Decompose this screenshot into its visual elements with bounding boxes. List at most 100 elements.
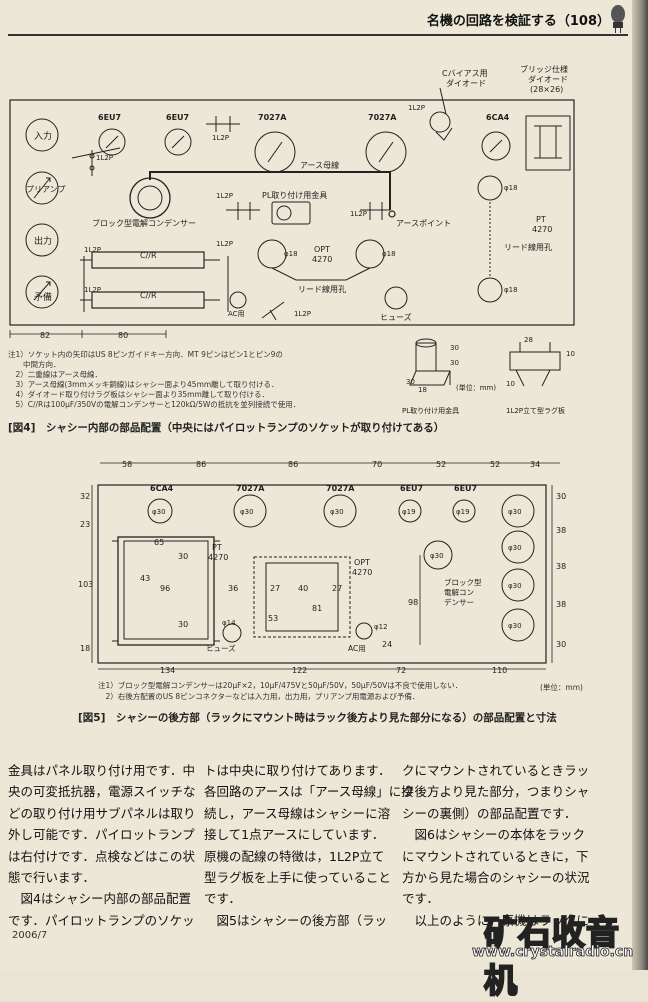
f5-hole-6eu7-b bbox=[452, 499, 476, 523]
label-1l2p-d: 1L2P bbox=[350, 210, 367, 218]
dim-82: 82 bbox=[40, 331, 50, 340]
f5-rdim-3: 38 bbox=[556, 600, 566, 609]
body-line: どの取り付け用サブパネルは取り bbox=[8, 805, 196, 821]
f5-phi14: φ14 bbox=[222, 619, 236, 627]
label-pl-bracket-caption: PL取り付け用金具 bbox=[402, 406, 459, 415]
f5-dim-43: 43 bbox=[140, 574, 150, 583]
f5-pt-frame bbox=[112, 536, 220, 646]
f5-hole-7027a-b bbox=[323, 494, 357, 528]
label-phi18-c: φ18 bbox=[504, 184, 518, 192]
f5-label-7027a-a: 7027A bbox=[236, 484, 265, 493]
f5-block-cap-3: デンサー bbox=[444, 597, 474, 607]
label-c-bias-diode-2: ダイオード bbox=[446, 78, 486, 88]
note-line: 5）C//Rは100μF/350Vの電解コンデンサーと120kΩ/5Wの抵抗を並… bbox=[8, 400, 301, 409]
lug-board-1l2p-d bbox=[360, 202, 390, 220]
body-line: 図6はシャシーの本体をラック bbox=[402, 827, 585, 843]
label-pt: PT bbox=[536, 215, 546, 224]
label-preamp: プリアンプ bbox=[26, 185, 65, 194]
body-line: です． bbox=[402, 891, 440, 907]
f5-right-label-0: φ30 bbox=[508, 508, 522, 516]
f5-label-6eu7-b: 6EU7 bbox=[454, 484, 477, 493]
cr-bank-lower bbox=[80, 291, 220, 309]
block-capacitor bbox=[129, 177, 171, 219]
fuse-holder bbox=[384, 286, 408, 310]
figure-4-diagram: 入力 プリアンプ 出力 予備 6EU7 6EU7 7027A 7027A 6CA… bbox=[9, 64, 575, 415]
label-1l2p-f: 1L2P bbox=[84, 286, 101, 294]
f5-unit: (単位：mm) bbox=[540, 683, 583, 692]
label-earth-bus: アース母線 bbox=[300, 160, 339, 170]
f5-rdim-2: 38 bbox=[556, 562, 566, 571]
label-bridge-1: ブリッジ仕様 bbox=[520, 64, 568, 74]
footer-date: 2006/7 bbox=[12, 930, 48, 941]
note-line: 3）アース母線(3mmメッキ銅線)はシャシー面より45mm離して取り付ける． bbox=[8, 380, 279, 389]
body-line: です．パイロットランプのソケッ bbox=[8, 912, 195, 928]
figure-5-caption: [図5] シャシーの後方部（ラックにマウント時はラック後方より見た部分になる）の… bbox=[78, 712, 557, 724]
f5-footnote-1: 注1）ブロック型電解コンデンサーは20μF×2，10μF/475Vと50μF/5… bbox=[98, 681, 463, 690]
bridge-diode-board bbox=[525, 115, 571, 171]
f5-dim-36: 36 bbox=[228, 584, 238, 593]
label-lug-caption: 1L2P立て型ラグ板 bbox=[506, 406, 565, 415]
label-1l2p-c: 1L2P bbox=[216, 192, 233, 200]
body-line: 原機の配線の特徴は，1L2P立て bbox=[204, 848, 385, 864]
chassis-outline bbox=[9, 99, 575, 326]
label-earth-point: アースポイント bbox=[396, 219, 451, 228]
body-line: 方から見た場合のシャシーの状況 bbox=[402, 870, 590, 886]
f5-dim-30b: 30 bbox=[178, 620, 188, 629]
connector-spare bbox=[25, 275, 59, 309]
body-line: ク後方より見た部分，つまりシャ bbox=[402, 784, 590, 800]
ac-inlet bbox=[229, 291, 247, 309]
rear-chassis-outline bbox=[97, 484, 547, 664]
vacuum-tube-icon bbox=[611, 5, 625, 33]
f5-ldim-0: 32 bbox=[80, 492, 90, 501]
label-1l2p-h: 1L2P bbox=[294, 310, 311, 318]
f5-hole-label-3: φ19 bbox=[402, 508, 416, 516]
label-unit-fig4: (単位：mm) bbox=[456, 383, 496, 392]
connector-preamp bbox=[25, 171, 59, 205]
body-line: クにマウントされているときラッ bbox=[402, 763, 590, 778]
f5-dim-81: 81 bbox=[312, 604, 322, 613]
f5-hole-label-0: φ30 bbox=[152, 508, 166, 516]
pt-hole-bottom bbox=[477, 277, 503, 303]
f5-ac-hole bbox=[355, 622, 373, 640]
f5-phi12: φ12 bbox=[374, 623, 388, 631]
lug-board-1l2p-h bbox=[261, 301, 285, 321]
f5-label-7027a-b: 7027A bbox=[326, 484, 355, 493]
label-pl-bracket: PL取り付け用金具 bbox=[262, 190, 327, 200]
label-lead-hole-b: リード線用孔 bbox=[504, 242, 552, 252]
f5-right-label-1: φ30 bbox=[508, 544, 522, 552]
label-output: 出力 bbox=[34, 235, 52, 247]
f5-opt-frame bbox=[253, 556, 351, 638]
label-dim-28: 28 bbox=[524, 336, 533, 344]
watermark-url: www.crystalradio.cn bbox=[472, 944, 634, 961]
f5-dim-24: 24 bbox=[382, 640, 392, 649]
f5-dim-96: 96 bbox=[160, 584, 170, 593]
f5-dim-65: 65 bbox=[154, 538, 164, 547]
earth-bus-line bbox=[149, 171, 391, 210]
f5-dim-27a: 27 bbox=[270, 584, 280, 593]
body-line: 外し可能です．パイロットランプ bbox=[8, 827, 195, 843]
tube-6ca4 bbox=[481, 131, 511, 161]
label-dim-10b: 10 bbox=[506, 380, 515, 388]
body-column-1: 金具はパネル取り付け用です．中 央の可変抵抗器，電源スイッチな どの取り付け用サ… bbox=[8, 760, 196, 931]
body-line: 続し，アース母線はシャシーに溶 bbox=[204, 805, 391, 821]
label-opt-model: 4270 bbox=[312, 255, 332, 264]
connector-output bbox=[25, 223, 59, 257]
dim-top-2: 86 bbox=[288, 460, 298, 469]
f5-ac: AC用 bbox=[348, 644, 366, 653]
label-1l2p-top: 1L2P bbox=[212, 134, 229, 142]
figure-4-caption: [図4] シャシー内部の部品配置（中央にはパイロットランプのソケットが取り付けて… bbox=[8, 422, 445, 434]
f5-dim-98: 98 bbox=[408, 598, 418, 607]
f5-label-6eu7-a: 6EU7 bbox=[400, 484, 423, 493]
figure-5-diagram: 58 86 86 70 52 52 34 6CA4 φ30 7027A φ30 … bbox=[78, 460, 566, 675]
cr-bank-upper bbox=[80, 251, 220, 269]
f5-right-label-2: φ30 bbox=[508, 582, 522, 590]
body-line: 図5はシャシーの後方部（ラッ bbox=[204, 912, 387, 928]
f5-block-cap-1: ブロック型 bbox=[444, 577, 482, 587]
f5-bdim-0: 134 bbox=[160, 666, 175, 675]
label-phi18-a: φ18 bbox=[284, 250, 298, 258]
f5-label-pt: PT bbox=[212, 543, 222, 552]
label-7027a-b: 7027A bbox=[368, 113, 397, 122]
body-column-2: トは中央に取り付けてあります． 各回路のアースは「アース母線」に接 続し，アース… bbox=[204, 760, 414, 931]
f5-right-hole-0 bbox=[501, 494, 535, 528]
label-cr-upper: C//R bbox=[140, 251, 157, 260]
